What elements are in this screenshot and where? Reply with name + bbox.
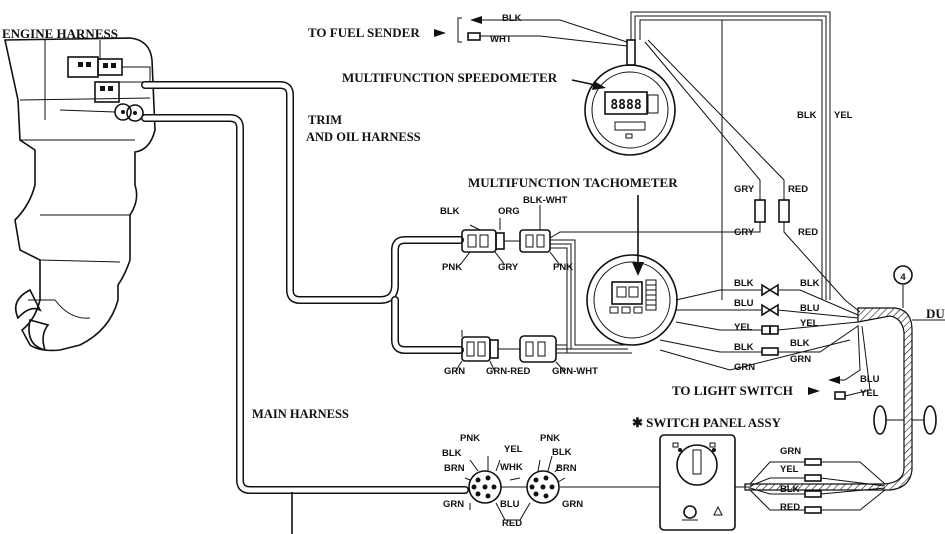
tach-harness-lines <box>550 239 632 354</box>
trim-harness-label-2: AND OIL HARNESS <box>306 130 421 144</box>
wire-label: YEL <box>504 444 523 455</box>
wire-label: RED <box>798 227 818 238</box>
wire-label: BLK <box>734 278 754 289</box>
wire-label: BLK <box>790 338 810 349</box>
wire-label: YEL <box>734 322 753 333</box>
main-harness-label: MAIN HARNESS <box>252 407 349 421</box>
wire-label: BLK <box>734 342 754 353</box>
wire-label: BLU <box>500 499 520 510</box>
outboard-engine <box>4 37 156 352</box>
speedometer-display: 8888 <box>610 98 641 113</box>
light-switch-wires <box>828 324 871 400</box>
du-label: DU <box>926 306 945 321</box>
wire-label: PNK <box>553 262 573 273</box>
right-loom <box>744 285 945 491</box>
wire-label: GRY <box>734 184 755 195</box>
wire-label: YEL <box>860 388 879 399</box>
tachometer-gauge <box>586 254 678 346</box>
wire-label: YEL <box>834 110 853 121</box>
wire-label: GRN <box>780 446 801 457</box>
wire-label: WHK <box>500 462 523 473</box>
fuel-sender-label: TO FUEL SENDER <box>308 25 420 40</box>
wire-label: BLK <box>502 13 522 24</box>
speedometer-gauge: 8888 <box>584 39 676 156</box>
wire-label: PNK <box>540 433 560 444</box>
wire-label: RED <box>780 502 800 513</box>
wire-label: RED <box>502 518 522 529</box>
wire-label: GRN <box>444 366 465 377</box>
wire-label: BLU <box>800 303 820 314</box>
wire-label: GRY <box>498 262 519 273</box>
wire-label: PNK <box>460 433 480 444</box>
wire-labels: BLK WHT BLK YEL GRY RED GRY RED BLK ORG … <box>440 13 880 529</box>
trim-harness-label-1: TRIM <box>308 113 342 127</box>
main-connector-leads <box>464 455 660 521</box>
wire-label: BLK <box>440 206 460 217</box>
wire-label: BLU <box>860 374 880 385</box>
engine-harness-label: ENGINE HARNESS <box>2 26 118 41</box>
main-connector-left <box>468 470 502 504</box>
wire-label: BLK <box>800 278 820 289</box>
tach-pointer-arrow <box>632 195 644 276</box>
speedometer-label: MULTIFUNCTION SPEEDOMETER <box>342 70 558 85</box>
wire-label: BRN <box>444 463 465 474</box>
wire-label: PNK <box>442 262 462 273</box>
fuel-sender-wires <box>457 16 628 47</box>
wire-label: WHT <box>490 34 512 45</box>
light-switch-label: TO LIGHT SWITCH <box>672 383 793 398</box>
wire-label: YEL <box>780 464 799 475</box>
trim-connector-1 <box>459 205 561 266</box>
main-harness-path <box>141 114 469 534</box>
wire-label: BLK-WHT <box>523 195 568 206</box>
wire-label: BRN <box>556 463 577 474</box>
fuel-sender-arrow <box>434 29 446 37</box>
main-connector-right <box>501 470 560 504</box>
wire-label: GRN-WHT <box>552 366 598 377</box>
wire-label: BLK <box>780 484 800 495</box>
switch-panel <box>659 434 886 531</box>
wire-label: GRY <box>734 227 755 238</box>
wire-label: ORG <box>498 206 520 217</box>
wire-label: GRN <box>790 354 811 365</box>
wire-label: YEL <box>800 318 819 329</box>
engine-connectors <box>59 56 151 122</box>
wire-label: GRN <box>562 499 583 510</box>
wire-label: RED <box>788 184 808 195</box>
trim-oil-harness-path <box>141 81 464 354</box>
wire-label: BLK <box>442 448 462 459</box>
tach-right-wires <box>659 283 859 371</box>
speedo-top-wires <box>549 11 861 313</box>
wire-label: GRN <box>734 362 755 373</box>
tachometer-label: MULTIFUNCTION TACHOMETER <box>468 175 678 190</box>
wire-label: BLK <box>552 447 572 458</box>
callout-4-label: 4 <box>900 272 906 283</box>
wire-label: BLU <box>734 298 754 309</box>
speedo-pointer-arrow <box>571 79 606 90</box>
callout-4: 4 <box>893 265 913 285</box>
light-switch-arrow <box>808 387 820 395</box>
switch-panel-label: ✱ SWITCH PANEL ASSY <box>632 415 782 430</box>
wire-label: GRN <box>443 499 464 510</box>
wire-label: GRN-RED <box>486 366 530 377</box>
trim-connector-2 <box>454 330 566 373</box>
wire-label: BLK <box>797 110 817 121</box>
